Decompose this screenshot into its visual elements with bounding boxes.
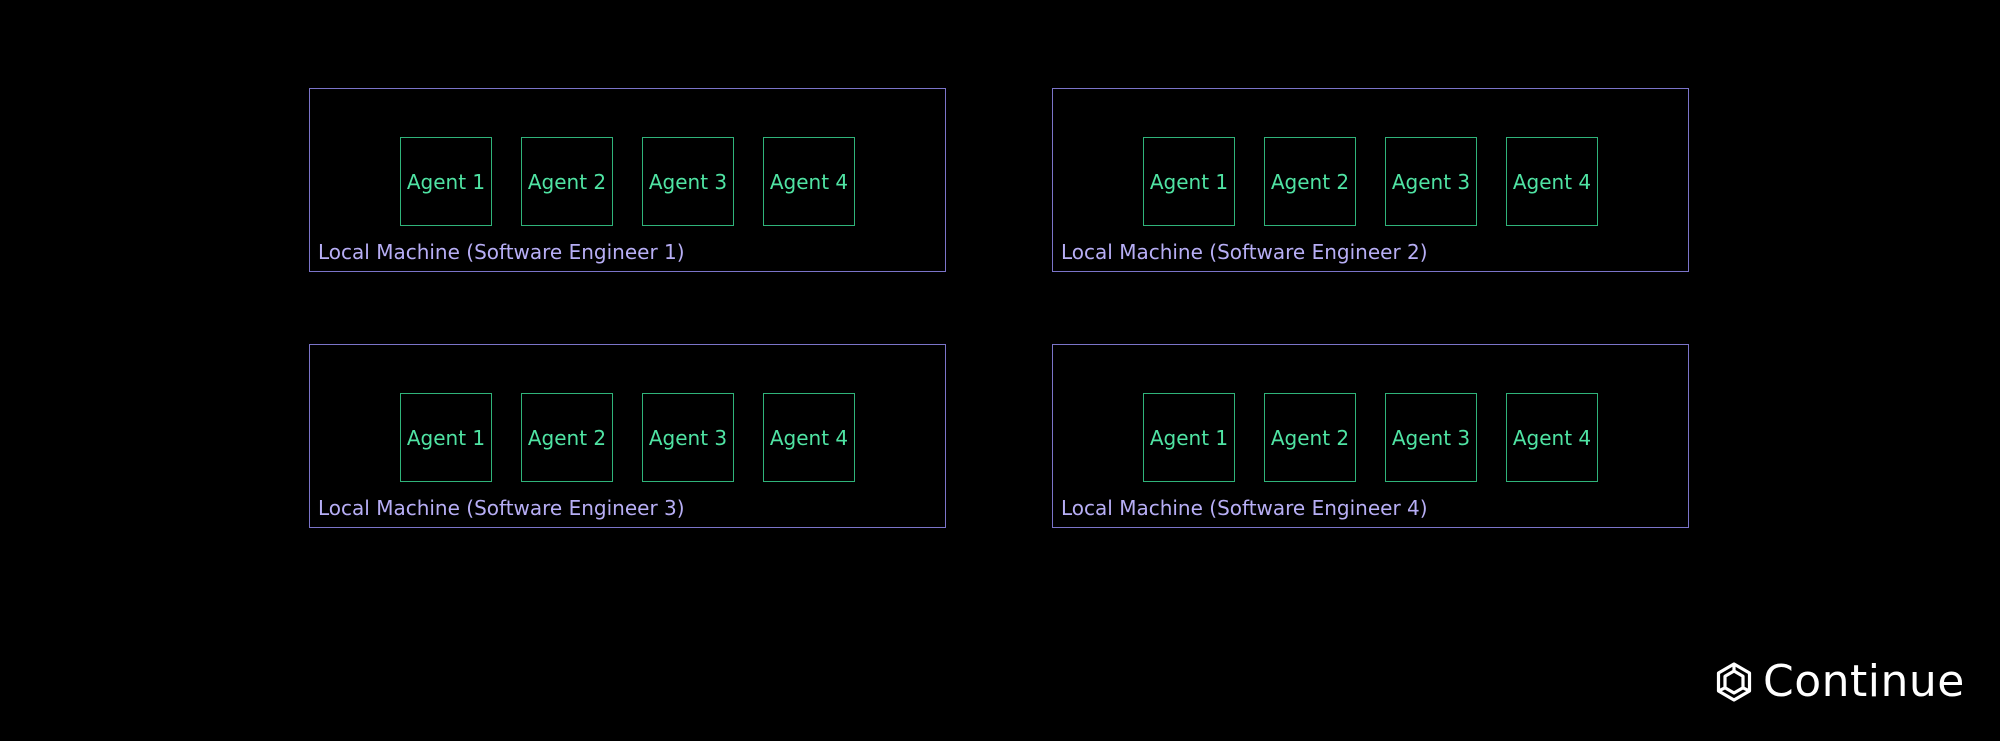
agent-box: Agent 3 [642,137,734,226]
agent-box: Agent 4 [1506,393,1598,482]
agent-box: Agent 4 [763,137,855,226]
machine-box-engineer-3: Agent 1 Agent 2 Agent 3 Agent 4 Local Ma… [309,344,946,528]
machine-box-engineer-2: Agent 1 Agent 2 Agent 3 Agent 4 Local Ma… [1052,88,1689,272]
machine-label: Local Machine (Software Engineer 3) [318,496,685,520]
continue-logo-icon [1716,662,1752,702]
agent-box: Agent 1 [1143,137,1235,226]
brand-name: Continue [1763,656,1965,707]
machine-box-engineer-4: Agent 1 Agent 2 Agent 3 Agent 4 Local Ma… [1052,344,1689,528]
agent-box: Agent 1 [400,137,492,226]
agent-box: Agent 3 [1385,137,1477,226]
agent-box: Agent 2 [1264,137,1356,226]
agent-box: Agent 3 [642,393,734,482]
agent-box: Agent 2 [521,137,613,226]
agent-box: Agent 2 [521,393,613,482]
agent-box: Agent 4 [1506,137,1598,226]
machine-label: Local Machine (Software Engineer 1) [318,240,685,264]
agent-box: Agent 1 [1143,393,1235,482]
machine-box-engineer-1: Agent 1 Agent 2 Agent 3 Agent 4 Local Ma… [309,88,946,272]
machine-label: Local Machine (Software Engineer 4) [1061,496,1428,520]
agent-group: Agent 1 Agent 2 Agent 3 Agent 4 [400,137,855,226]
agent-box: Agent 1 [400,393,492,482]
agent-box: Agent 4 [763,393,855,482]
agent-group: Agent 1 Agent 2 Agent 3 Agent 4 [1143,393,1598,482]
agent-group: Agent 1 Agent 2 Agent 3 Agent 4 [400,393,855,482]
machine-label: Local Machine (Software Engineer 2) [1061,240,1428,264]
agent-box: Agent 3 [1385,393,1477,482]
agent-box: Agent 2 [1264,393,1356,482]
brand-logo: Continue [1713,660,1965,704]
agent-group: Agent 1 Agent 2 Agent 3 Agent 4 [1143,137,1598,226]
